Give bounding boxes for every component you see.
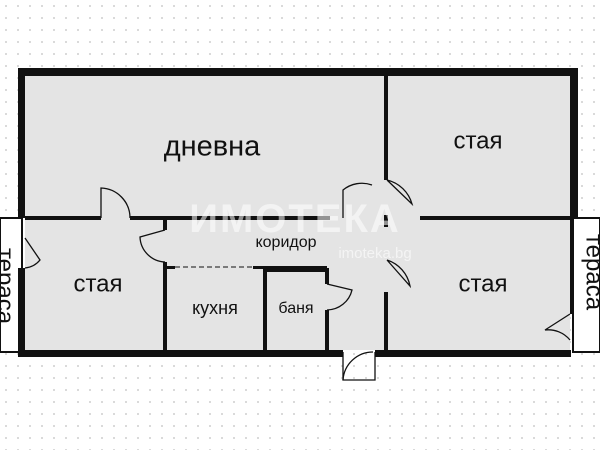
right-terrace-label: тераса (581, 234, 600, 311)
kitchen-floor (165, 268, 265, 350)
corridor-floor (165, 218, 387, 268)
top-right-room-floor (387, 76, 570, 218)
right-room-floor (387, 218, 570, 350)
left-terrace-label: тераса (0, 248, 19, 325)
corridor-lower-floor (327, 268, 387, 350)
outer-walls (18, 68, 578, 357)
living-room-floor (25, 76, 387, 218)
watermark-site: imoteka.bg (338, 245, 411, 262)
left-room-floor (25, 218, 165, 350)
door-swings (24, 179, 571, 381)
right-room-label: стая (458, 270, 507, 297)
corridor-label: коридор (255, 234, 316, 251)
bathroom-floor (265, 270, 327, 350)
kitchen-label: кухня (192, 298, 238, 318)
bathroom-label: баня (278, 300, 313, 317)
living-room-label: дневна (164, 131, 261, 163)
right-terrace (572, 217, 600, 353)
watermark-brand: ИМОТЕКА (189, 197, 401, 241)
left-room-label: стая (73, 270, 122, 297)
interior-walls (25, 76, 570, 350)
watermark: ИМОТЕКА imoteka.bg (189, 197, 411, 262)
top-right-room-label: стая (453, 127, 502, 154)
